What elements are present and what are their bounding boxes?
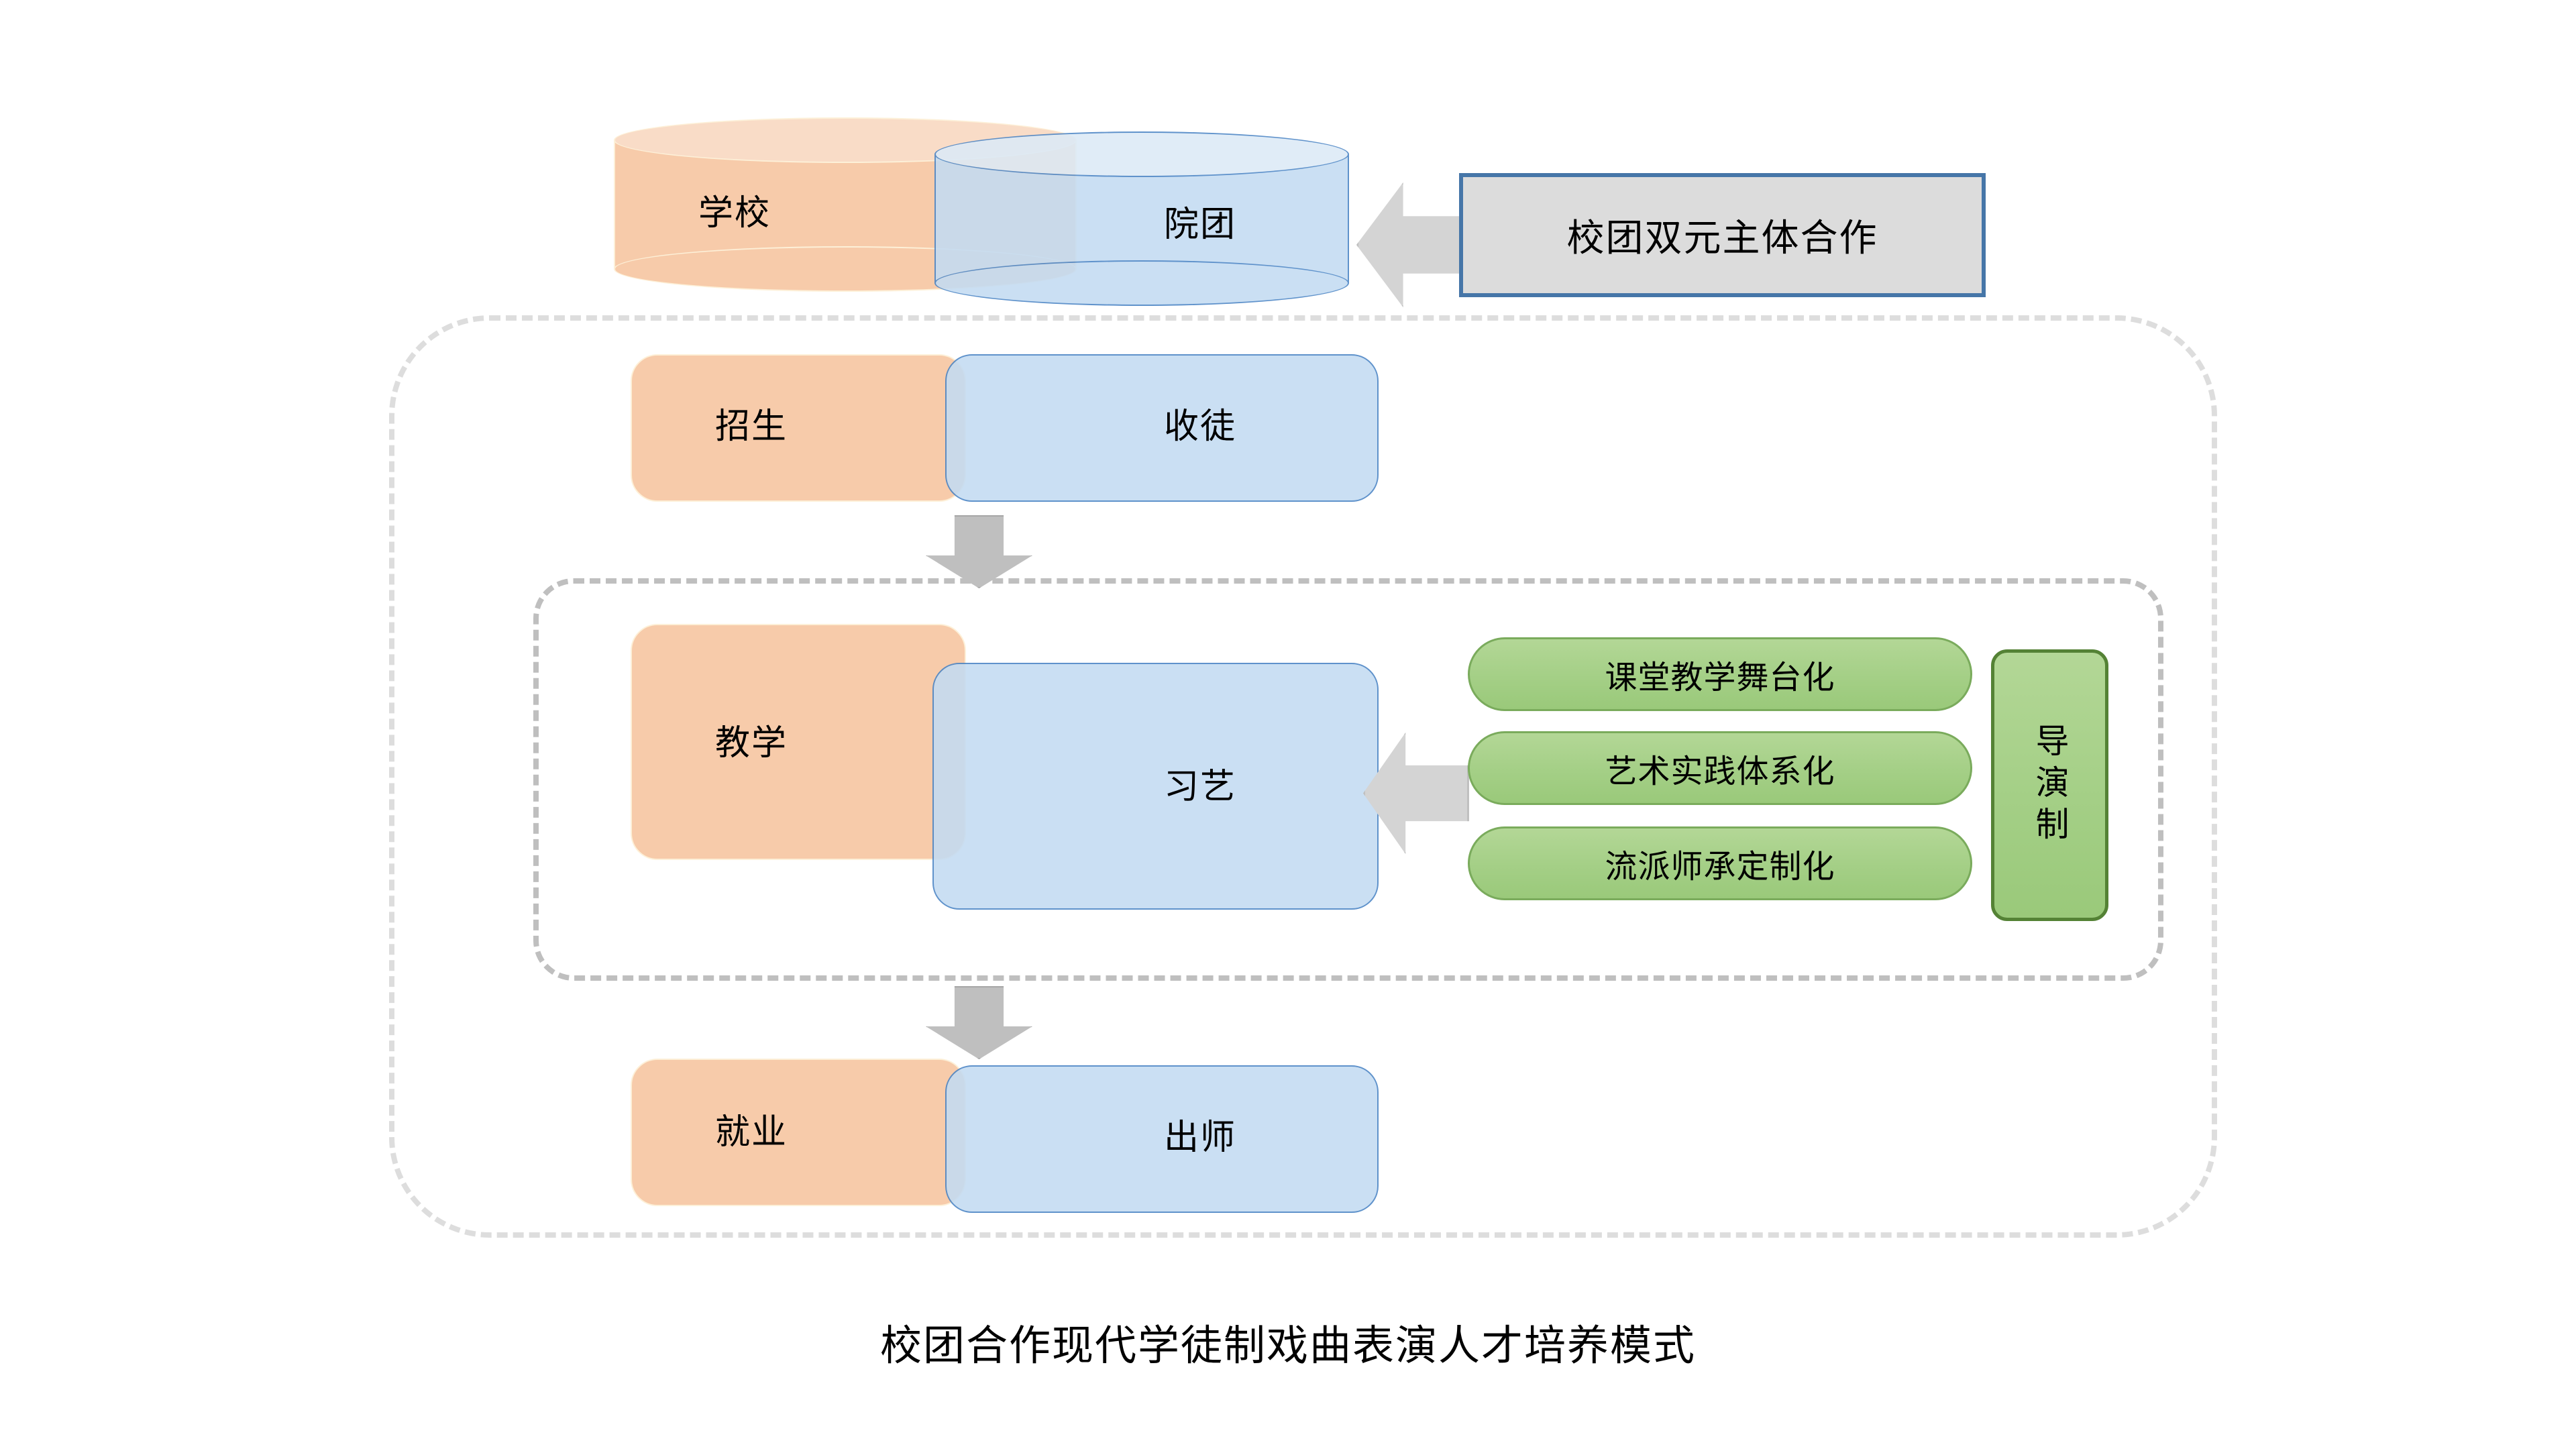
stage-1-troupe-label: 收徒 [1164,407,1237,446]
director-system-box[interactable]: 导演制 [1991,649,2108,921]
diagram-caption: 校团合作现代学徒制戏曲表演人才培养模式 [879,1323,1696,1369]
stage-3-troupe-box[interactable] [945,1065,1379,1213]
stage-2-troupe-box[interactable] [932,663,1379,910]
director-system-label: 导演制 [2031,722,2069,848]
school-cylinder-label: 学校 [698,194,771,233]
troupe-cylinder-bottom [934,260,1349,306]
cooperation-callout-box[interactable]: 校团双元主体合作 [1459,173,1986,297]
troupe-cylinder-label: 院团 [1164,205,1237,244]
method-pill-2[interactable]: 艺术实践体系化 [1468,731,1972,805]
training-phase-boundary [533,578,2163,981]
stage-1-school-box[interactable] [631,354,966,502]
method-pill-1[interactable]: 课堂教学舞台化 [1468,637,1972,711]
stage-2-school-label: 教学 [715,724,788,763]
troupe-cylinder[interactable] [934,131,1349,306]
method-pill-3[interactable]: 流派师承定制化 [1468,826,1972,900]
method-pill-3-label: 流派师承定制化 [1605,849,1835,885]
apprenticeship-cycle-boundary [389,315,2217,1238]
troupe-cylinder-top [934,131,1349,177]
stage-2-troupe-label: 习艺 [1164,767,1237,806]
stage-1-troupe-box[interactable] [945,354,1379,502]
stage-3-school-box[interactable] [631,1059,966,1206]
stage-1-school-label: 招生 [715,407,788,446]
cooperation-arrow-icon [1356,182,1473,307]
stage-2-school-box[interactable] [631,624,966,860]
method-pill-1-label: 课堂教学舞台化 [1605,660,1835,696]
method-pill-2-label: 艺术实践体系化 [1605,754,1835,790]
stage-3-school-label: 就业 [715,1113,788,1152]
stage-3-troupe-label: 出师 [1164,1118,1237,1157]
cooperation-callout-label: 校团双元主体合作 [1566,217,1878,259]
